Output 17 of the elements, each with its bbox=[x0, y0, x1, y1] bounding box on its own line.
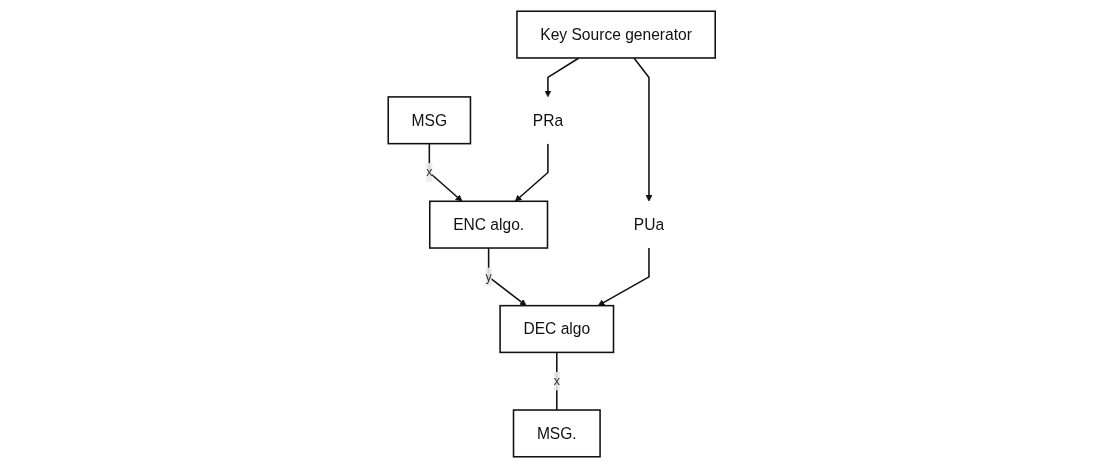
edge-label: x bbox=[425, 165, 433, 179]
node-box: DEC algo bbox=[499, 304, 615, 354]
node-text: PRa bbox=[532, 111, 563, 129]
node-box: ENC algo. bbox=[428, 200, 549, 249]
arrow bbox=[597, 247, 650, 306]
connector bbox=[555, 351, 558, 411]
edge-label: x bbox=[553, 374, 560, 388]
arrow bbox=[487, 247, 527, 306]
arrow bbox=[514, 142, 549, 202]
node-box: Key Source generator bbox=[515, 10, 716, 59]
edge-label: y bbox=[485, 269, 492, 284]
arrow bbox=[428, 142, 463, 202]
arrow bbox=[544, 57, 580, 98]
node-box: MSG. bbox=[512, 409, 601, 458]
arrow bbox=[633, 57, 653, 202]
node-box: MSG bbox=[387, 96, 471, 145]
node-text: PUa bbox=[633, 216, 664, 234]
